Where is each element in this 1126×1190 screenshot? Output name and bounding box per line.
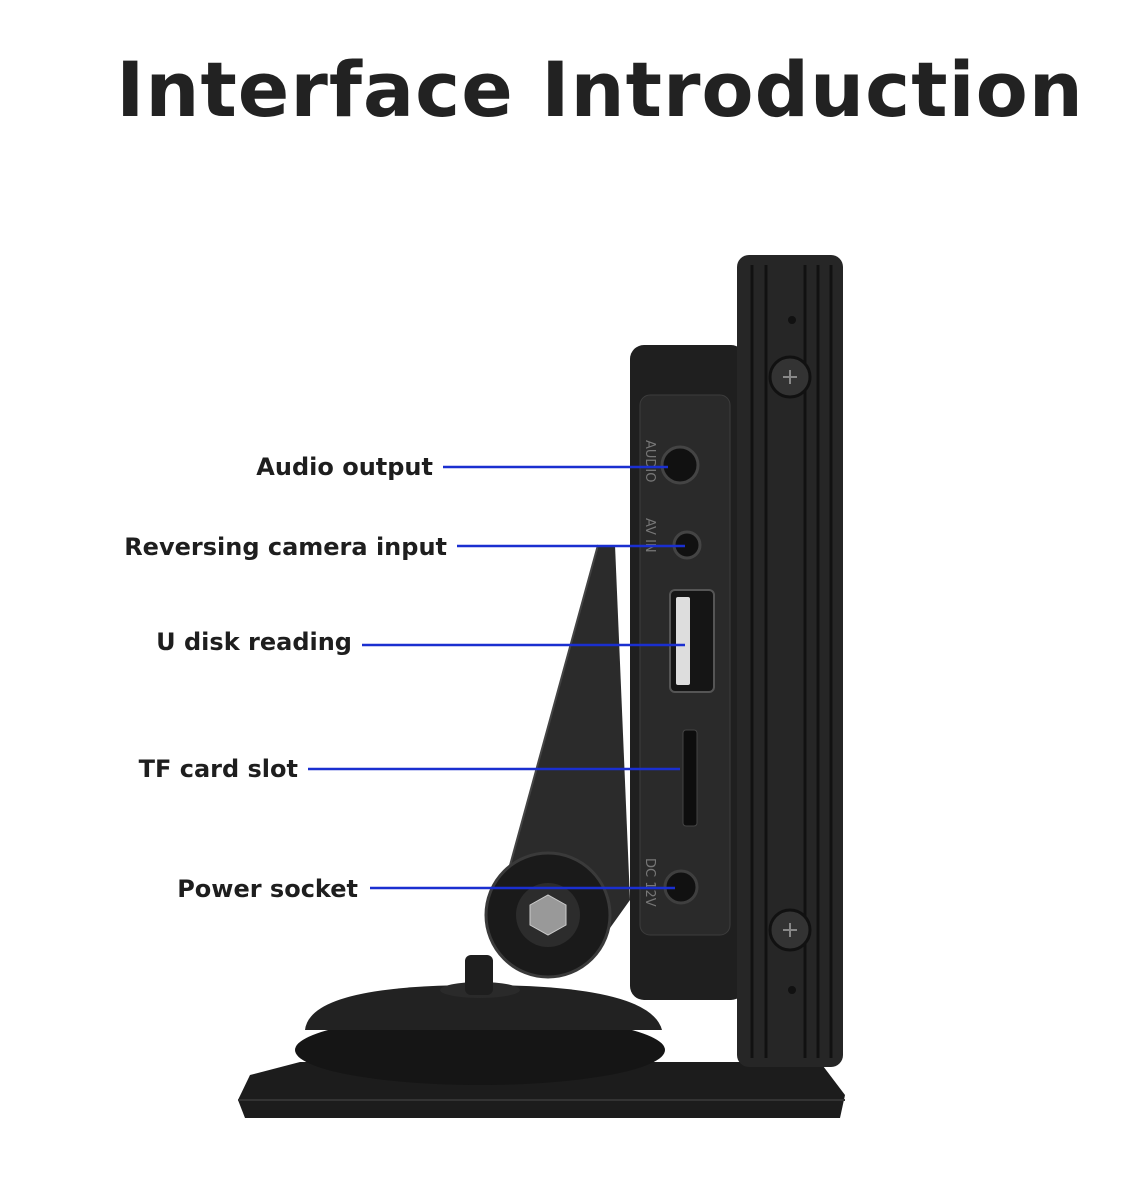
callout-power-socket: Power socket (177, 875, 358, 903)
callout-tf-card-slot: TF card slot (138, 755, 298, 783)
suction-base (295, 1015, 665, 1085)
port-label-audio: AUDIO (642, 440, 657, 483)
page-title: Interface Introduction (116, 45, 1084, 134)
callout-reversing-camera-input: Reversing camera input (124, 533, 447, 561)
bolt-icon (529, 894, 567, 936)
port-label-dc: DC 12V (642, 858, 657, 907)
tf-card-slot (682, 729, 698, 827)
callout-u-disk-reading: U disk reading (156, 628, 352, 656)
audio-jack (660, 445, 700, 485)
screw-icon (768, 355, 812, 399)
callout-audio-output: Audio output (256, 453, 433, 481)
screw-icon (768, 908, 812, 952)
port-label-av-in: AV IN (642, 518, 657, 553)
stand-arm (495, 545, 630, 935)
